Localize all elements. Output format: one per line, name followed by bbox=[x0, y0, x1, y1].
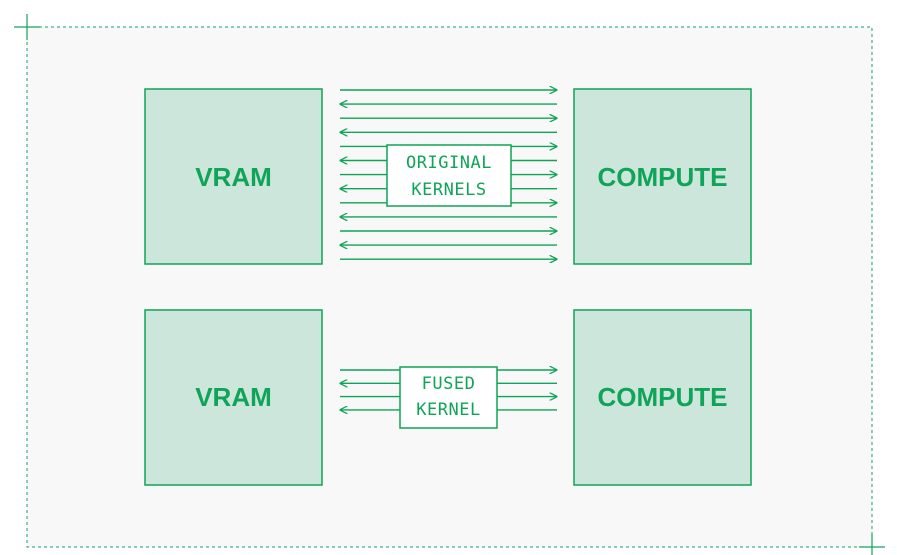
compute-label-top: COMPUTE bbox=[598, 162, 728, 192]
vram-label-top: VRAM bbox=[195, 162, 272, 192]
corner-crosshair-bottom-right bbox=[859, 534, 885, 555]
vram-block-bottom bbox=[144, 309, 323, 486]
compute-block-bottom bbox=[573, 309, 752, 486]
compute-block-top bbox=[573, 88, 752, 265]
fused-kernel-box bbox=[399, 366, 498, 429]
fused-kernel-label-line2: KERNEL bbox=[416, 400, 480, 420]
original-kernels-box bbox=[386, 144, 512, 207]
vram-block-top bbox=[144, 88, 323, 265]
vram-label-bottom: VRAM bbox=[195, 382, 272, 412]
original-kernels-label-line1: ORIGINAL bbox=[406, 153, 492, 173]
compute-label-bottom: COMPUTE bbox=[598, 382, 728, 412]
corner-crosshair-top-left bbox=[14, 14, 40, 40]
fused-kernel-label-line1: FUSED bbox=[422, 374, 476, 394]
original-kernels-label-line2: KERNELS bbox=[411, 180, 486, 200]
